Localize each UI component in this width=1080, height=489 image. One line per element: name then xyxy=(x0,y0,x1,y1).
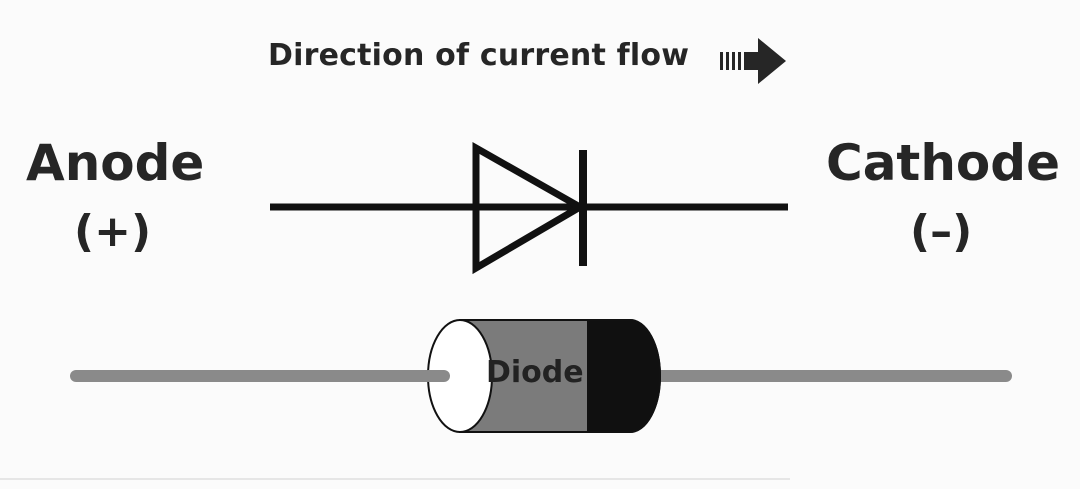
schematic-triangle xyxy=(472,141,588,275)
diode-body xyxy=(427,319,661,433)
diode-component-illustration xyxy=(70,319,1012,433)
anode-label: Anode xyxy=(26,134,205,192)
diode-schematic-symbol xyxy=(270,141,788,275)
current-direction-arrow-icon xyxy=(720,38,786,84)
diagram-title: Direction of current flow xyxy=(268,38,690,73)
anode-polarity: (+) xyxy=(74,206,152,257)
divider xyxy=(0,478,790,480)
cathode-label: Cathode xyxy=(826,134,1060,192)
diode-body-label: Diode xyxy=(486,355,584,390)
cathode-polarity: (–) xyxy=(910,206,973,257)
